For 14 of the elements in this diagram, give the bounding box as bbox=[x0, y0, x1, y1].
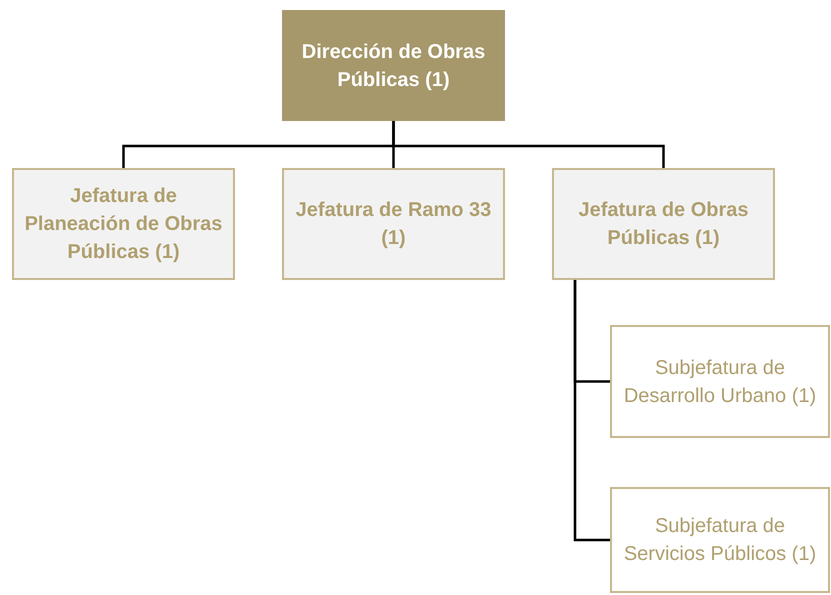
box-title: Jefatura de Obras Públicas (1) bbox=[577, 198, 750, 251]
org-box bbox=[552, 168, 775, 280]
box-title: Subjefatura de Desarrollo Urbano (1) bbox=[622, 356, 818, 408]
org-box bbox=[610, 487, 830, 593]
org-box bbox=[282, 168, 505, 280]
box-title: Dirección de Obras Públicas (1) bbox=[300, 40, 486, 92]
connector-line bbox=[392, 121, 665, 168]
connector-line bbox=[574, 280, 610, 542]
box-title: Jefatura de Ramo 33 (1) bbox=[294, 198, 492, 251]
org-box bbox=[610, 325, 830, 438]
box-title: Subjefatura de Servicios Públicos (1) bbox=[622, 514, 818, 567]
box-title: Jefatura de Planeación de Obras Públicas (1) bbox=[24, 184, 224, 265]
org-box bbox=[282, 10, 505, 121]
org-box bbox=[12, 168, 235, 280]
